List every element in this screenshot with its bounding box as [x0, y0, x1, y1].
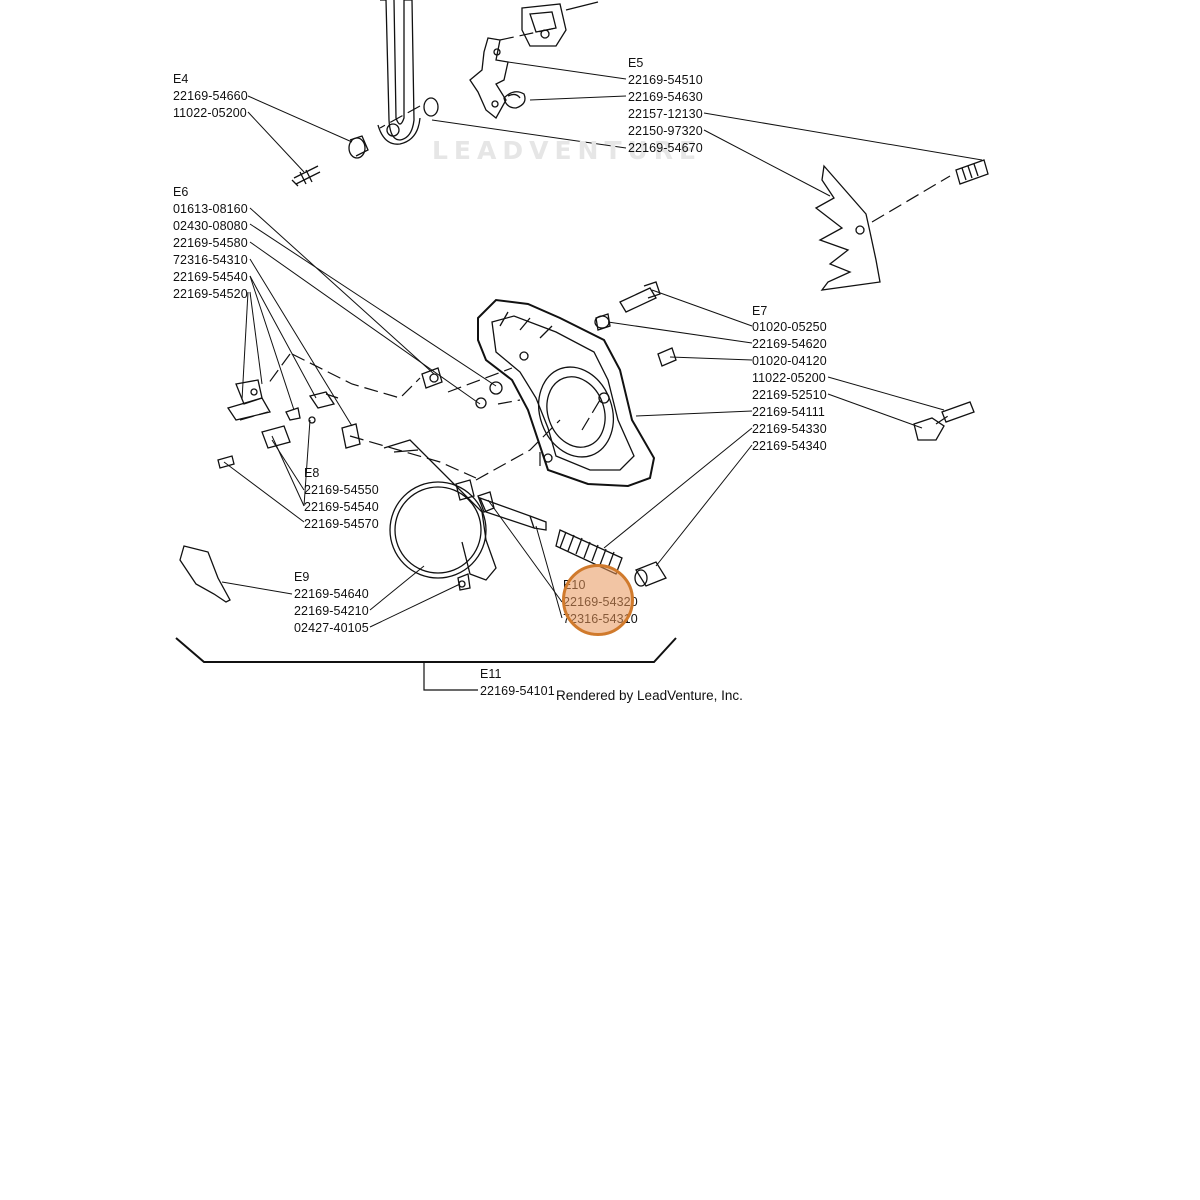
e9-plate: [179, 545, 231, 603]
part-number[interactable]: 22169-54640: [294, 587, 369, 601]
part-number[interactable]: 11022-05200: [173, 106, 247, 120]
highlight-marker: [562, 564, 634, 636]
rendered-by-credit: Rendered by LeadVenture, Inc.: [556, 688, 743, 703]
brake-band: [383, 439, 497, 591]
part-number[interactable]: 22169-54660: [173, 89, 248, 103]
group-label-e7: E7: [752, 304, 768, 318]
part-number[interactable]: 22169-54550: [304, 483, 379, 497]
part-number[interactable]: 01020-05250: [752, 320, 827, 334]
leader-lines: [221, 61, 983, 628]
part-number[interactable]: 22169-54111: [752, 405, 825, 419]
group-label-e5: E5: [628, 56, 644, 70]
part-number[interactable]: 22169-54330: [752, 422, 827, 436]
part-number[interactable]: 22169-52510: [752, 388, 827, 402]
part-number[interactable]: 22169-54630: [628, 90, 703, 104]
part-number[interactable]: 22169-54620: [752, 337, 827, 351]
part-number[interactable]: 22169-54670: [628, 141, 703, 155]
part-number[interactable]: 22169-54101: [480, 684, 555, 698]
part-number[interactable]: 22157-12130: [628, 107, 703, 121]
group-label-e9: E9: [294, 570, 310, 584]
group-label-e11: E11: [480, 667, 502, 681]
chain-catcher: [814, 159, 989, 291]
side-cover: [477, 298, 656, 488]
part-number[interactable]: 22169-54210: [294, 604, 369, 618]
part-number[interactable]: 22169-54540: [304, 500, 379, 514]
part-number[interactable]: 22169-54510: [628, 73, 703, 87]
part-number[interactable]: 22169-54520: [173, 287, 248, 301]
lever-arm: [377, 0, 421, 145]
group-label-e6: E6: [173, 185, 189, 199]
part-number[interactable]: 02430-08080: [173, 219, 248, 233]
e7-hardware: [594, 281, 975, 441]
part-number[interactable]: 22169-54570: [304, 517, 379, 531]
part-number[interactable]: 11022-05200: [752, 371, 826, 385]
bracket-top: [469, 1, 599, 119]
assembly-lines: [239, 27, 951, 481]
e11-bracket: [175, 637, 677, 691]
part-number[interactable]: 02427-40105: [294, 621, 369, 635]
part-number[interactable]: 01020-04120: [752, 354, 827, 368]
e10-rod-spring: [477, 491, 667, 587]
e6-parts: [217, 367, 503, 469]
group-label-e8: E8: [304, 466, 320, 480]
e4-parts: [291, 97, 439, 187]
part-number[interactable]: 01613-08160: [173, 202, 248, 216]
group-label-e4: E4: [173, 72, 189, 86]
part-number[interactable]: 22169-54540: [173, 270, 248, 284]
part-number[interactable]: 72316-54310: [173, 253, 248, 267]
part-number[interactable]: 22169-54580: [173, 236, 248, 250]
watermark: LEADVENTURE: [432, 136, 703, 165]
part-number[interactable]: 22150-97320: [628, 124, 703, 138]
part-number[interactable]: 22169-54340: [752, 439, 827, 453]
